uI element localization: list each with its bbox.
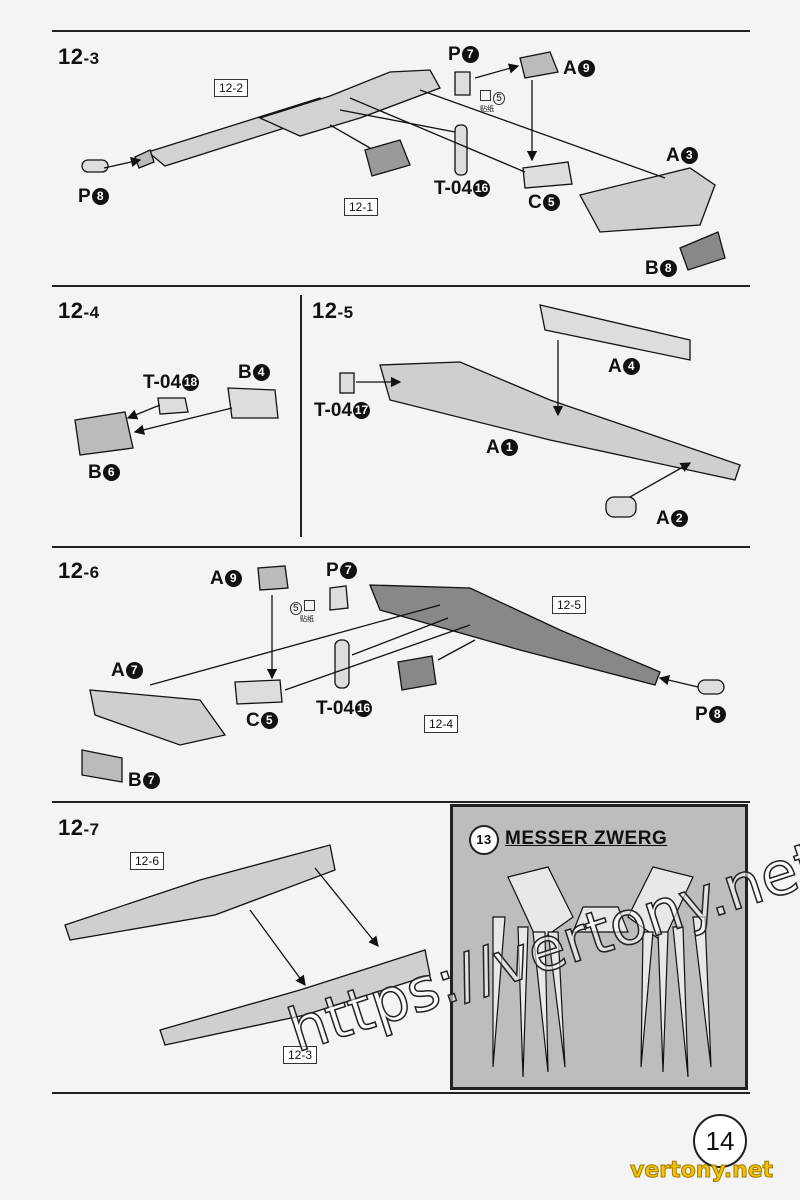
divider-2 bbox=[52, 546, 750, 548]
part-T-04-16-drawing bbox=[454, 124, 468, 176]
bottom-rule bbox=[52, 1092, 750, 1094]
step-12-7-label: 12-7 bbox=[58, 815, 100, 840]
part-B7-drawing bbox=[81, 749, 123, 783]
part-A1-drawing bbox=[379, 361, 741, 481]
part-A3-drawing bbox=[579, 167, 716, 233]
watermark-site: vertony.net bbox=[629, 1158, 774, 1184]
part-C5-s6-drawing bbox=[234, 679, 283, 705]
part-B8-drawing bbox=[679, 231, 726, 271]
ref-12-4: 12-4 bbox=[424, 715, 459, 733]
step-12-3-label: 12-3 bbox=[58, 44, 100, 69]
sticker-note: 5 贴纸 bbox=[480, 90, 505, 114]
part-P7-s6-drawing bbox=[329, 585, 349, 611]
sticker-note-s6: 5 贴纸 bbox=[290, 600, 315, 624]
top-rule bbox=[52, 30, 750, 32]
divider-vertical-12-4 bbox=[300, 295, 302, 537]
rifle-12-5-drawing bbox=[369, 584, 661, 686]
messer-zwerg-drawing bbox=[492, 866, 712, 1078]
rifle-12-6-drawing bbox=[64, 844, 336, 941]
ref-12-3: 12-3 bbox=[283, 1046, 318, 1064]
page-number: 14 bbox=[693, 1114, 747, 1168]
step-12-6-label: 12-6 bbox=[58, 558, 100, 583]
part-T-04-16-s6-drawing bbox=[334, 639, 350, 689]
part-A9-drawing bbox=[519, 51, 559, 79]
rifle-12-3-drawing bbox=[159, 949, 431, 1046]
part-B4-drawing bbox=[227, 387, 279, 419]
part-12-1-drawing bbox=[364, 139, 411, 177]
step-12-5-label: 12-5 bbox=[312, 298, 354, 323]
part-A9-s6-drawing bbox=[257, 565, 289, 591]
ref-12-1: 12-1 bbox=[344, 198, 379, 216]
part-A2-drawing bbox=[605, 496, 637, 518]
part-A7-drawing bbox=[89, 689, 227, 746]
part-C5-drawing bbox=[522, 161, 573, 189]
part-12-4-drawing bbox=[397, 655, 437, 691]
part-P8-s6-drawing bbox=[697, 679, 725, 695]
part-A4-drawing bbox=[539, 304, 691, 361]
ref-12-5: 12-5 bbox=[552, 596, 587, 614]
part-T-04-18-drawing bbox=[157, 397, 189, 415]
part-P7-drawing bbox=[454, 71, 471, 96]
ref-12-2: 12-2 bbox=[214, 79, 249, 97]
divider-3 bbox=[52, 801, 750, 803]
ref-12-6: 12-6 bbox=[130, 852, 165, 870]
divider-1 bbox=[52, 285, 750, 287]
section-13-number: 13 bbox=[469, 825, 499, 855]
part-T-04-17-drawing bbox=[339, 372, 355, 394]
step-12-4-label: 12-4 bbox=[58, 298, 100, 323]
part-P8-drawing bbox=[81, 159, 109, 173]
rifle-12-2-drawing bbox=[134, 69, 441, 169]
part-B6-drawing bbox=[74, 411, 134, 456]
